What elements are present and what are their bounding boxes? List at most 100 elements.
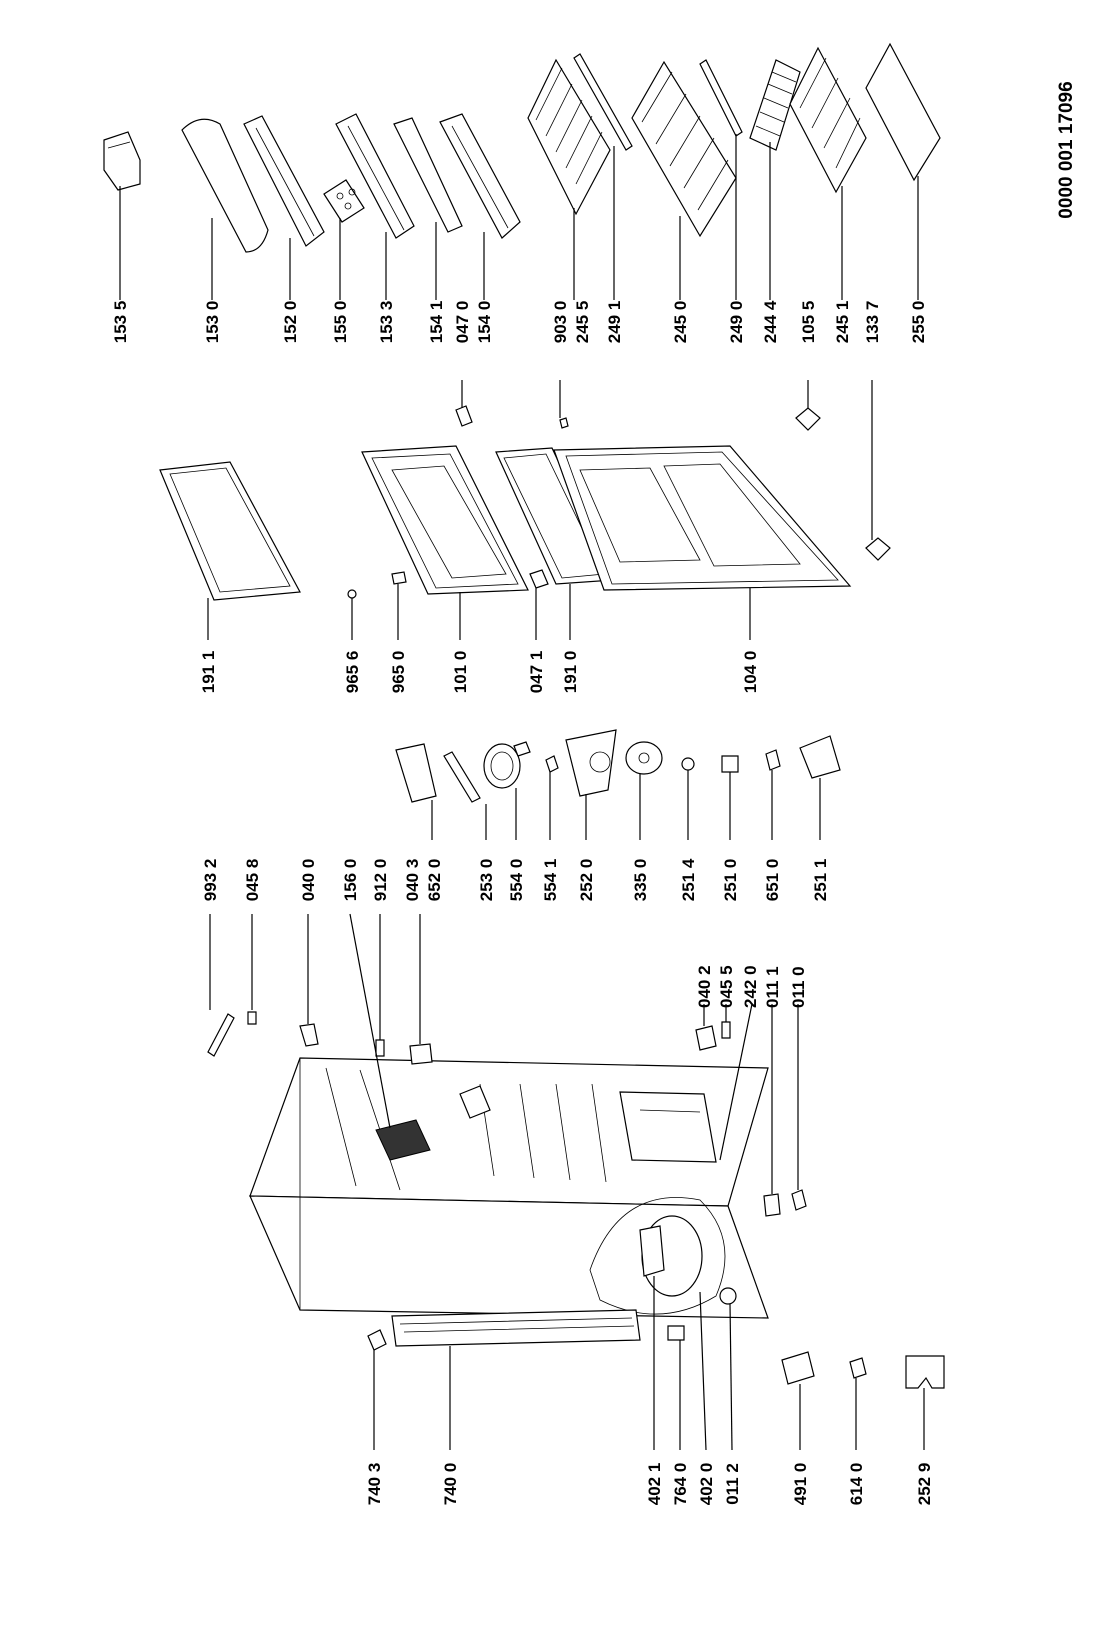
part-740-3-shape: [367, 1329, 387, 1351]
label-554-0: 554 0: [507, 859, 526, 902]
label-903-0: 903 0: [551, 301, 570, 344]
label-242-0: 242 0: [741, 965, 760, 1008]
part-045-8-shape: [247, 1011, 257, 1025]
label-253-0: 253 0: [477, 859, 496, 902]
part-740-0-shape: [391, 1309, 641, 1347]
label-047-1: 047 1: [527, 651, 546, 694]
part-249-1-shape: [573, 53, 633, 151]
shelves-group: [527, 42, 941, 238]
label-491-0: 491 0: [791, 1463, 810, 1506]
label-156-0: 156 0: [341, 859, 360, 902]
part-651-0-shape: [765, 749, 781, 771]
label-191-0: 191 0: [561, 651, 580, 694]
part-491-0-shape: [781, 1351, 815, 1385]
label-040-3: 040 3: [403, 859, 422, 902]
label-740-3: 740 3: [365, 1463, 384, 1506]
part-245-1-shape: [789, 46, 867, 194]
label-152-0: 152 0: [281, 301, 300, 344]
cabinet-group: [207, 1011, 945, 1389]
part-245-5-shape: [527, 58, 611, 216]
label-155-0: 155 0: [331, 301, 350, 344]
document-number: 0000 001 17096: [1056, 81, 1077, 218]
label-244-4: 244 4: [761, 300, 780, 343]
label-335-0: 335 0: [631, 859, 650, 902]
label-133-7: 133 7: [863, 301, 882, 344]
part-105-5-shape: [795, 407, 821, 431]
label-252-9: 252 9: [915, 1463, 934, 1506]
label-040-2: 040 2: [695, 965, 714, 1008]
label-255-0: 255 0: [909, 301, 928, 344]
part-252-9-shape: [905, 1355, 945, 1389]
part-965-6-shape: [347, 589, 357, 599]
label-993-2: 993 2: [201, 859, 220, 902]
part-104-0-shape: [553, 445, 852, 591]
part-191-1-shape: [159, 461, 301, 601]
label-651-0: 651 0: [763, 859, 782, 902]
part-993-2-shape: [207, 1013, 235, 1057]
part-335-0-shape: [625, 741, 663, 775]
part-101-0-shape: [361, 445, 529, 595]
leader-lines: [119, 134, 925, 1451]
label-614-0: 614 0: [847, 1463, 866, 1506]
label-965-0: 965 0: [389, 651, 408, 694]
part-011-1-shape: [763, 1193, 781, 1217]
label-912-0: 912 0: [371, 859, 390, 902]
part-047-0-shape: [455, 405, 473, 427]
part-011-0-shape: [791, 1189, 807, 1211]
label-402-1: 402 1: [645, 1463, 664, 1506]
label-011-1: 011 1: [763, 966, 782, 1008]
part-045-5-shape: [721, 1021, 731, 1039]
label-045-8: 045 8: [243, 859, 262, 902]
label-652-0: 652 0: [425, 859, 444, 902]
part-251-1-shape: [799, 735, 841, 779]
part-252-0-shape: [565, 729, 617, 797]
label-740-0: 740 0: [441, 1463, 460, 1506]
part-764-0-shape: [667, 1325, 685, 1341]
label-040-0: 040 0: [299, 859, 318, 902]
part-153-0-shape: [181, 118, 269, 253]
part-965-0-shape: [391, 571, 407, 585]
label-245-1: 245 1: [833, 301, 852, 344]
label-105-5: 105 5: [799, 301, 818, 344]
part-251-4-shape: [681, 757, 695, 771]
label-153-0: 153 0: [203, 301, 222, 344]
part-253-0-shape: [443, 751, 481, 803]
components-group: [395, 729, 841, 803]
label-154-1: 154 1: [427, 301, 446, 344]
label-251-4: 251 4: [679, 858, 698, 901]
part-554-1-shape: [545, 755, 559, 773]
part-912-0-shape: [375, 1039, 385, 1057]
part-156-0-shape: [375, 1119, 431, 1161]
label-251-0: 251 0: [721, 859, 740, 902]
part-554-0-shape: [483, 743, 521, 789]
part-152-0-shape: [243, 115, 325, 247]
part-652-0-shape: [395, 743, 437, 803]
label-153-3: 153 3: [377, 301, 396, 344]
label-402-0: 402 0: [697, 1463, 716, 1506]
label-965-6: 965 6: [343, 651, 362, 694]
part-244-4-shape: [749, 59, 801, 151]
part-614-0-shape: [849, 1357, 867, 1379]
part-154-0-shape: [439, 113, 521, 239]
part-154-1-shape: [393, 117, 463, 233]
label-104-0: 104 0: [741, 651, 760, 694]
part-labels: 153 5 153 0 152 0 155 0 153 3 154 1 047 …: [111, 300, 934, 1505]
part-047-1-shape: [529, 569, 549, 589]
part-133-7-shape: [865, 537, 891, 561]
label-249-1: 249 1: [605, 301, 624, 344]
label-047-0: 047 0: [453, 301, 472, 344]
label-191-1: 191 1: [199, 651, 218, 694]
part-040-0-shape: [299, 1023, 319, 1047]
part-040-3-shape: [409, 1043, 433, 1065]
part-040-2-shape: [695, 1025, 717, 1051]
part-155-0-shape: [323, 179, 365, 223]
label-154-0: 154 0: [475, 301, 494, 344]
door-bins-group: [103, 113, 521, 253]
label-011-0: 011 0: [789, 966, 808, 1008]
label-045-5: 045 5: [717, 965, 736, 1008]
label-249-0: 249 0: [727, 301, 746, 344]
part-251-0-shape: [721, 755, 739, 773]
label-554-1: 554 1: [541, 859, 560, 902]
label-764-0: 764 0: [671, 1463, 690, 1506]
